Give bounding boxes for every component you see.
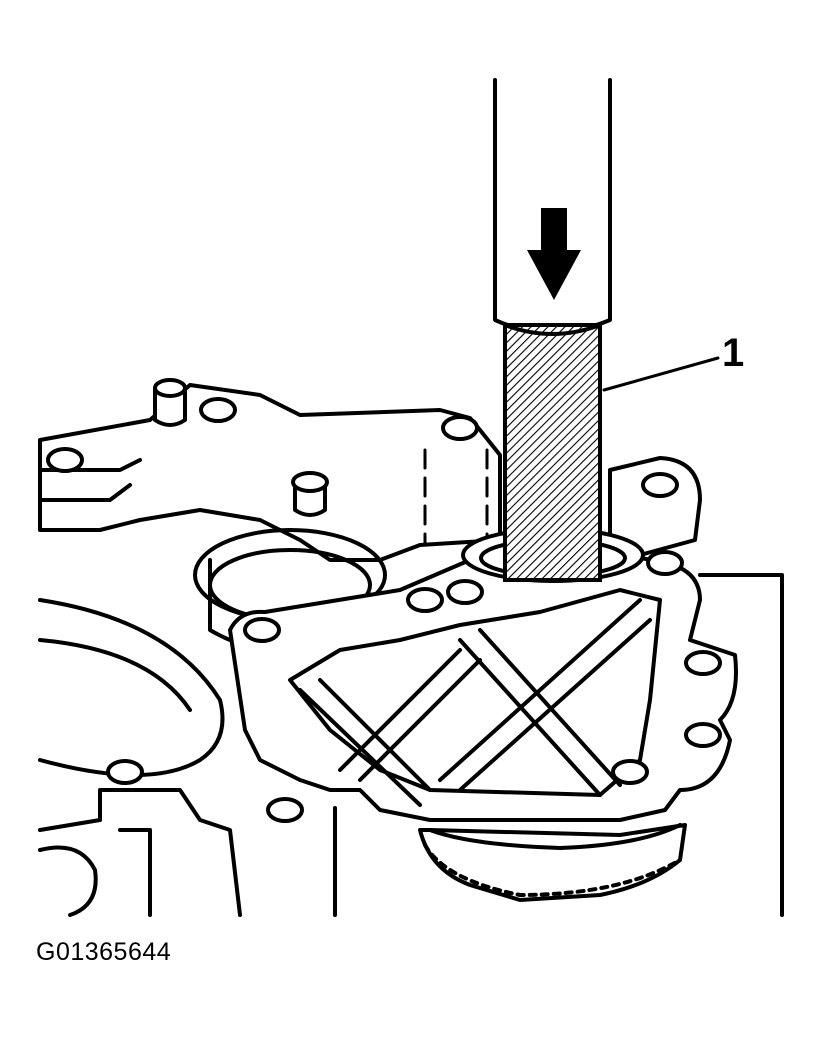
installer-tool <box>493 78 612 582</box>
cover-plate <box>228 456 738 822</box>
figure-id: G01365644 <box>36 938 172 966</box>
down-arrow-icon <box>527 208 581 300</box>
gear <box>418 823 687 902</box>
callout-1-label: 1 <box>722 331 744 375</box>
transmission-case <box>38 378 784 917</box>
callout-1: 1 <box>602 331 744 392</box>
